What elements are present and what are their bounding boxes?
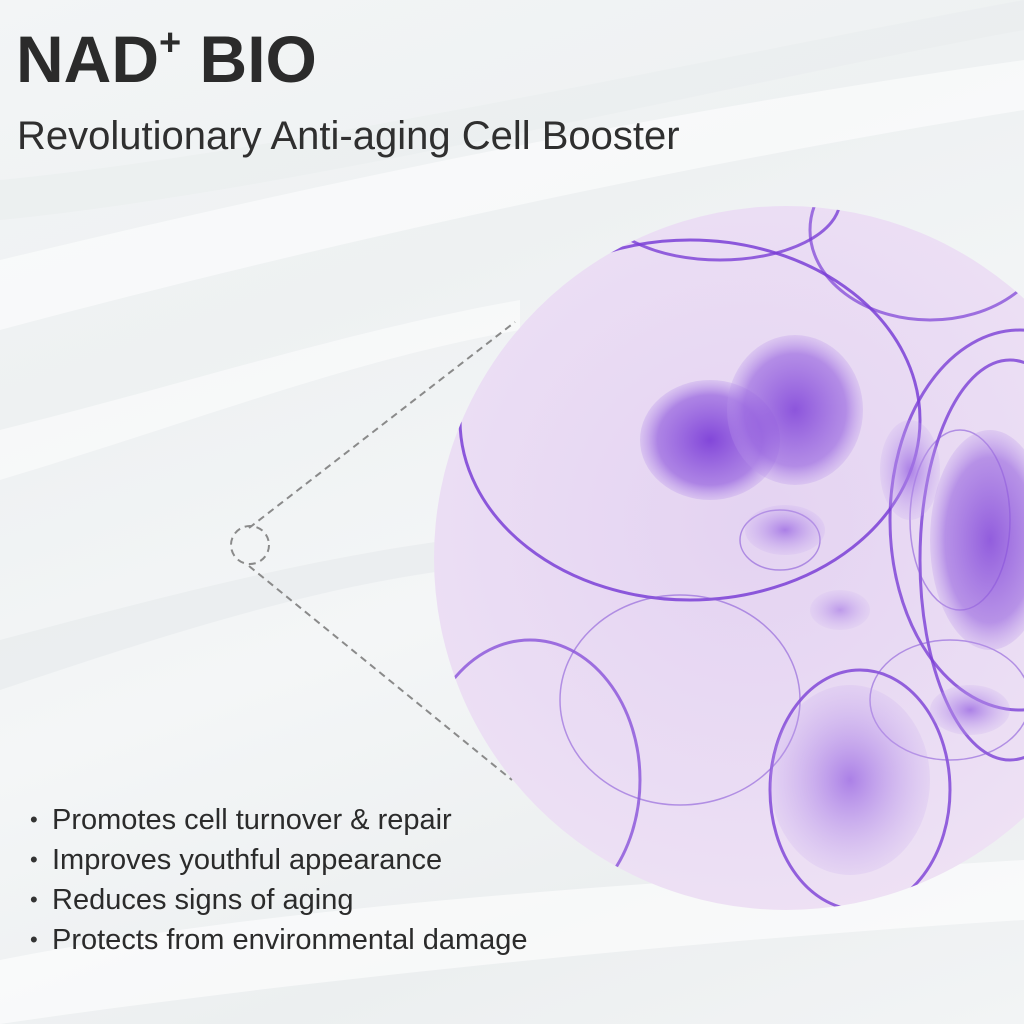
list-item: • Reduces signs of aging (30, 880, 528, 920)
benefit-label: Promotes cell turnover & repair (52, 804, 452, 836)
benefit-label: Protects from environmental damage (52, 924, 528, 956)
brand-name: NAD (16, 22, 159, 96)
list-item: • Promotes cell turnover & repair (30, 800, 528, 840)
list-item: • Improves youthful appearance (30, 840, 528, 880)
benefit-label: Improves youthful appearance (52, 844, 443, 876)
brand-suffix: BIO (181, 22, 317, 96)
callout-lines (230, 321, 516, 781)
brand-superscript: + (159, 22, 182, 64)
benefits-list: • Promotes cell turnover & repair • Improv… (30, 800, 528, 960)
list-item: • Protects from environmental damage (30, 920, 528, 960)
bullet-icon: • (30, 847, 38, 872)
product-title: NAD+ BIO (16, 24, 317, 92)
bullet-icon: • (30, 927, 38, 952)
magnify-target-icon (230, 525, 270, 565)
product-subtitle: Revolutionary Anti-aging Cell Booster (17, 114, 680, 158)
bullet-icon: • (30, 887, 38, 912)
benefit-label: Reduces signs of aging (52, 884, 354, 916)
bullet-icon: • (30, 807, 38, 832)
